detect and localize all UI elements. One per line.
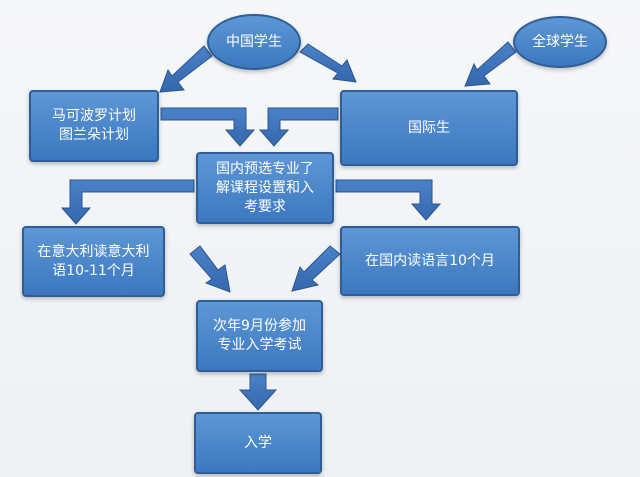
arrow-global-to-intl (464, 41, 517, 87)
global-students-node: 全球学生 (513, 16, 607, 68)
pre-select-major-node: 国内预选专业了 解课程设置和入 考要求 (196, 152, 334, 224)
enrollment-node: 入学 (194, 412, 322, 474)
arrow-preselect-to-italy (60, 179, 195, 225)
domestic-language-study-label: 在国内读语言10个月 (365, 252, 495, 269)
arrow-exam-to-enroll (238, 373, 278, 411)
pre-select-major-label: 国内预选专业了 解课程设置和入 考要求 (216, 160, 314, 215)
italy-language-study-node: 在意大利读意大利 语10-11个月 (22, 226, 165, 297)
chinese-students-label: 中国学生 (226, 33, 282, 50)
italy-language-study-label: 在意大利读意大利 语10-11个月 (37, 243, 150, 279)
arrow-china-to-intl (299, 43, 357, 83)
global-students-label: 全球学生 (532, 33, 588, 50)
international-students-node: 国际生 (340, 90, 518, 166)
entrance-exam-label: 次年9月份参加 专业入学考试 (213, 318, 306, 353)
marco-polo-program-node: 马可波罗计划 图兰朵计划 (29, 90, 159, 162)
entrance-exam-node: 次年9月份参加 专业入学考试 (196, 300, 323, 372)
arrow-preselect-to-domestic (335, 179, 442, 221)
arrow-marco-to-preselect (160, 107, 256, 147)
domestic-language-study-node: 在国内读语言10个月 (340, 226, 520, 296)
chinese-students-node: 中国学生 (207, 14, 301, 70)
arrow-intl-to-preselect (258, 107, 339, 147)
arrow-italy-to-exam (189, 245, 231, 293)
arrow-china-to-marco (159, 45, 213, 93)
arrow-domestic-to-exam (291, 245, 341, 292)
enrollment-label: 入学 (244, 434, 272, 451)
marco-polo-program-label: 马可波罗计划 图兰朵计划 (52, 108, 136, 143)
international-students-label: 国际生 (408, 119, 450, 136)
